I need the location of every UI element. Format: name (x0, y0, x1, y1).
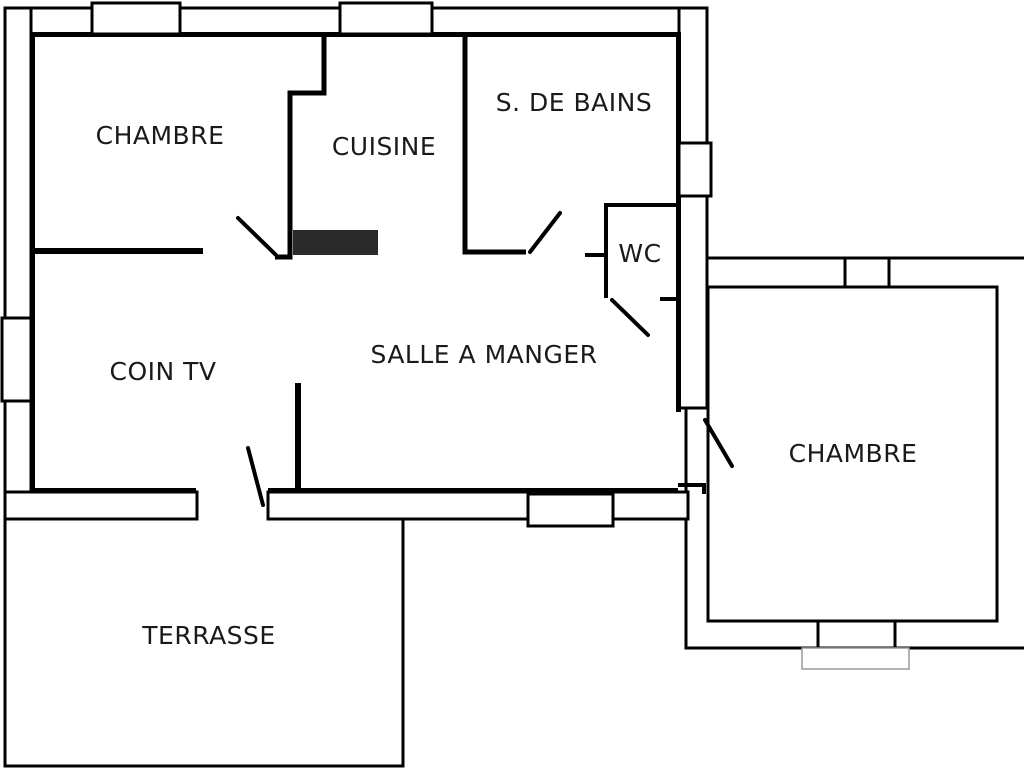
outer-walls (3, 6, 709, 521)
window-top-left (90, 1, 182, 36)
kitchen-counter (293, 230, 378, 255)
annex-step (801, 647, 910, 670)
label-cuisine: CUISINE (332, 132, 436, 161)
label-terrasse: TERRASSE (141, 621, 275, 650)
interior-walls (33, 36, 706, 494)
label-salle-a-manger: SALLE A MANGER (371, 340, 598, 369)
window-top-center (338, 1, 434, 36)
label-wc: WC (618, 239, 661, 268)
door-terrasse (246, 446, 265, 507)
window-right (677, 141, 713, 198)
terrasse-area (3, 520, 405, 768)
label-salle-de-bains: S. DE BAINS (496, 88, 652, 117)
label-coin-tv: COIN TV (109, 357, 216, 386)
window-left (0, 316, 33, 403)
room-labels: CHAMBRE CUISINE S. DE BAINS WC COIN TV S… (96, 88, 918, 650)
annex-walls (684, 256, 1024, 650)
label-chambre: CHAMBRE (96, 121, 225, 150)
door-chambre (236, 216, 278, 257)
door-wc (610, 298, 650, 337)
window-bottom (526, 492, 615, 528)
window-annex-top (843, 256, 891, 289)
label-chambre-2: CHAMBRE (789, 439, 918, 468)
windows (0, 1, 910, 670)
door-chambre-2 (703, 418, 734, 468)
doors (236, 211, 734, 507)
window-annex-bottom (816, 619, 897, 650)
door-sdb (528, 211, 562, 254)
